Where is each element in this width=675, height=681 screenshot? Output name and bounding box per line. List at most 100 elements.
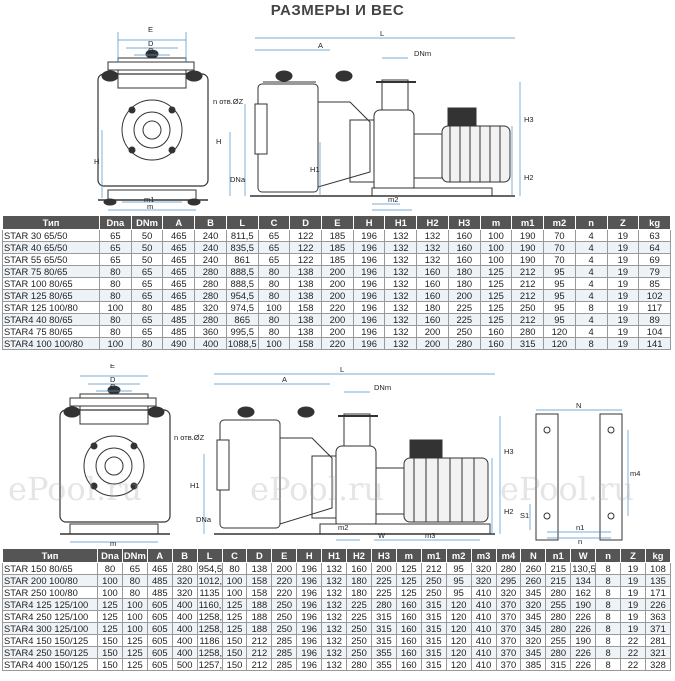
label-m2: m2 (388, 195, 398, 204)
table-cell: 132 (321, 658, 348, 671)
table-cell: 132 (384, 277, 418, 290)
table-cell: 125 (395, 586, 422, 599)
table-cell: 160 (395, 610, 422, 623)
table-cell: 280 (511, 325, 545, 338)
table-cell: 125 (395, 562, 422, 575)
table-cell: 196 (352, 265, 386, 278)
table-cell: 122 (289, 241, 323, 254)
table-cell: 465 (162, 277, 196, 290)
label-DNm: DNm (374, 383, 391, 392)
table-cell: 125 (97, 610, 123, 623)
table-cell: 280 (194, 289, 227, 302)
column-header: DNm (121, 548, 148, 563)
table-cell: 138 (289, 313, 323, 326)
table-cell: 200 (321, 277, 354, 290)
table-cell: 320 (171, 574, 198, 587)
column-header: H3 (370, 548, 397, 563)
column-header: N (520, 548, 547, 563)
table-cell: 132 (384, 301, 418, 314)
table-cell: 345 (520, 646, 547, 659)
table-cell: 200 (321, 313, 354, 326)
table-cell: 954,5 (225, 289, 259, 302)
table-cell: 190 (570, 598, 597, 611)
table-cell: 104 (638, 325, 671, 338)
table-cell: 8 (595, 586, 622, 599)
table-cell: 485 (162, 301, 196, 314)
table-cell: 345 (520, 622, 547, 635)
column-header: D (246, 548, 273, 563)
table-cell: 65 (99, 253, 132, 266)
table-cell: 125 (221, 610, 248, 623)
table-cell: 160 (416, 313, 449, 326)
table-cell: 150 (221, 658, 248, 671)
table-cell: 100 (97, 586, 123, 599)
column-header: DNm (130, 215, 164, 230)
table-cell: 4 (574, 265, 608, 278)
table-cell: 125 (221, 622, 248, 635)
table-cell: 132 (321, 622, 348, 635)
table-cell: 490 (162, 337, 196, 350)
column-header: Z (620, 548, 646, 563)
table-cell: 188 (246, 598, 273, 611)
table-row: STAR4 300 125/1001251006054001258,512518… (2, 622, 672, 635)
label-holes: n отв.ØZ (213, 97, 244, 106)
label-DNa: DNa (196, 515, 212, 524)
table-cell: 196 (352, 325, 386, 338)
table-cell: 861 (225, 253, 259, 266)
table-cell: 280 (545, 586, 572, 599)
table-cell: 19 (620, 586, 646, 599)
label-L: L (340, 365, 344, 374)
table-cell: 355 (370, 646, 397, 659)
table-cell: 160 (395, 634, 422, 647)
table-cell: 212 (511, 265, 545, 278)
table-cell: 260 (520, 562, 547, 575)
table-cell: 8 (595, 658, 622, 671)
table-cell: 321 (644, 646, 672, 659)
column-header: Тип (2, 548, 98, 563)
table-cell: 171 (644, 586, 672, 599)
base-rail-right (599, 413, 623, 541)
table-cell: 95 (445, 574, 472, 587)
label-H1: H1 (190, 481, 200, 490)
table-cell: 225 (370, 586, 397, 599)
table-cell: 125 (479, 301, 513, 314)
table-cell: 65 (99, 241, 132, 254)
table-cell: STAR 200 100/80 (2, 574, 98, 587)
column-header: E (271, 548, 298, 563)
table-cell: 888,5 (225, 277, 259, 290)
table-cell: 605 (146, 598, 173, 611)
table-cell: 370 (495, 622, 522, 635)
table-cell: 320 (171, 586, 198, 599)
table-cell: 250 (346, 622, 372, 635)
table-cell: 19 (606, 313, 640, 326)
label-H-side: H (216, 137, 221, 146)
table-row: STAR4 400 150/1251501256055001257,515021… (2, 658, 672, 671)
table-cell: 260 (520, 574, 547, 587)
table-cell: 320 (470, 574, 497, 587)
table-cell: 19 (606, 301, 640, 314)
table-cell: 125 (97, 598, 123, 611)
table-cell: 240 (194, 241, 227, 254)
table-cell: 226 (570, 646, 597, 659)
table-cell: 280 (495, 562, 522, 575)
table-cell: 19 (606, 253, 640, 266)
table-cell: 4 (574, 325, 608, 338)
label-m2: m2 (338, 523, 348, 532)
table-cell: 185 (321, 253, 354, 266)
table-cell: 125 (479, 313, 513, 326)
column-header: A (146, 548, 173, 563)
table-cell: 605 (146, 658, 173, 671)
table-cell: 132 (416, 241, 449, 254)
table-cell: 132 (321, 610, 348, 623)
table-cell: 150 (97, 658, 123, 671)
table-cell: 295 (495, 574, 522, 587)
table-cell: 80 (99, 313, 132, 326)
table-cell: 320 (470, 562, 497, 575)
table-cell: 80 (99, 325, 132, 338)
table-cell: 180 (346, 574, 372, 587)
table-cell: 315 (420, 622, 447, 635)
table-cell: 138 (289, 277, 323, 290)
page-title: РАЗМЕРЫ И ВЕС (270, 2, 405, 19)
